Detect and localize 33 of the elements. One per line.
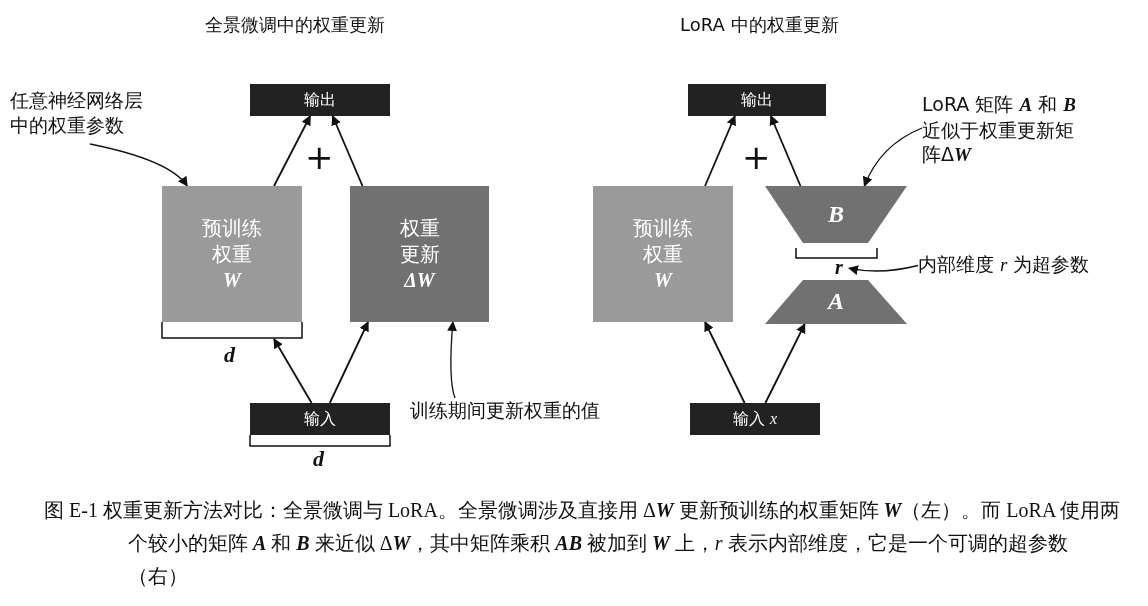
matrix-trapezoid: A bbox=[765, 280, 907, 324]
arrow bbox=[273, 115, 312, 187]
arrow bbox=[704, 321, 746, 404]
matrix-box: 预训练权重 W bbox=[593, 186, 733, 322]
leader-line bbox=[848, 264, 919, 275]
leader-line bbox=[89, 143, 188, 187]
matrix-box: 预训练权重 W bbox=[162, 186, 302, 322]
dimension-label: d bbox=[313, 446, 324, 473]
label-bar: 输出 bbox=[688, 84, 826, 116]
arrow bbox=[331, 115, 364, 187]
label-bar: 输入 x bbox=[690, 403, 820, 435]
panel-heading: 全景微调中的权重更新 bbox=[205, 14, 385, 36]
panel-heading: LoRA 中的权重更新 bbox=[680, 14, 839, 36]
leader-line bbox=[863, 127, 923, 187]
dimension-label: d bbox=[224, 342, 235, 369]
plus-sign: + bbox=[742, 137, 771, 178]
matrix-box: 权重更新 ΔW bbox=[350, 186, 489, 322]
arrow bbox=[764, 323, 806, 404]
matrix-trapezoid: B bbox=[765, 186, 907, 243]
label-bar: 输出 bbox=[250, 84, 390, 116]
annotation-text: 训练期间更新权重的值 bbox=[410, 398, 660, 428]
dimension-label: r bbox=[829, 256, 849, 278]
arrow bbox=[769, 115, 802, 187]
figure-caption: 图 E-1 权重更新方法对比：全景微调与 LoRA。全景微调涉及直接用 ΔW 更新预训练的权重矩阵 W（左）。而 LoRA 使用两个较小的矩阵 A 和 B 来近似 ΔW，其中矩阵乘积 AB 被加到 W 上，r 表示内部维度，它是一个可调的超参数（右） bbox=[44, 498, 1122, 589]
plus-sign: + bbox=[305, 137, 334, 178]
arrow bbox=[273, 338, 313, 404]
leader-line bbox=[447, 321, 458, 399]
annotation-text: LoRA 矩阵 A 和 B 近似于权重更新矩阵ΔW bbox=[922, 92, 1144, 172]
label-bar: 输入 bbox=[250, 403, 390, 435]
annotation-text: 内部维度 r 为超参数 bbox=[918, 252, 1146, 282]
arrow bbox=[704, 115, 736, 187]
arrow bbox=[328, 321, 369, 404]
annotation-text: 任意神经网络层中的权重参数 bbox=[10, 88, 170, 144]
